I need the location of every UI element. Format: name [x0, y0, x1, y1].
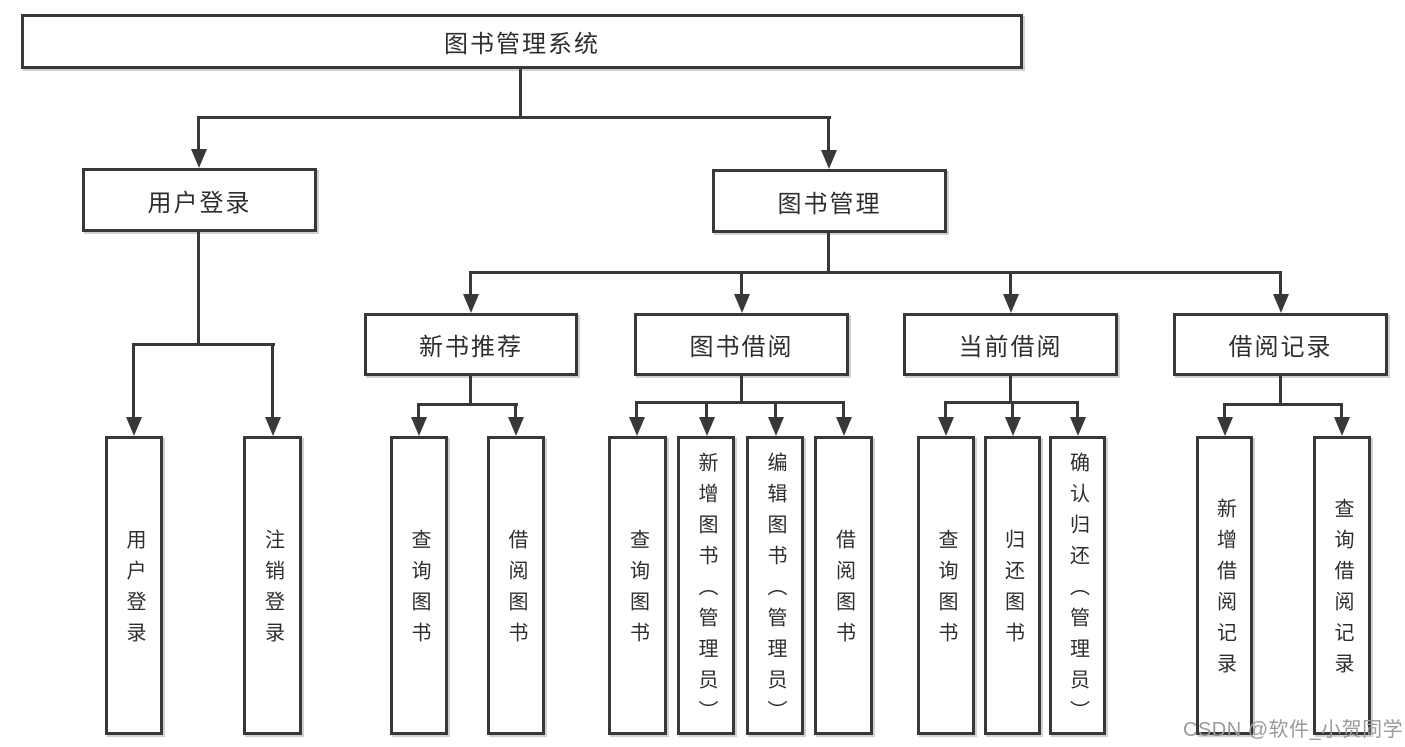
- connector-user-login-stub: [197, 116, 200, 149]
- connector-records-children-branch: [1223, 403, 1343, 406]
- csdn-watermark: CSDN @软件_小贺同学: [1183, 719, 1404, 741]
- leaf-records-add-record-label: 新增借阅记录: [1213, 498, 1236, 684]
- node-borrow-records: 借阅记录: [1173, 313, 1388, 376]
- leaf-user-login-label: 用户登录: [123, 529, 145, 653]
- connector-cb-query-stub: [944, 401, 947, 418]
- arrowhead-down-records-icon: [1273, 294, 1289, 313]
- leaf-current-confirm-return-admin-label: 确认归还（管理员）: [1066, 451, 1089, 731]
- leaf-borrow-edit-books-admin: 编辑图书（管理员）: [746, 436, 804, 735]
- arrowhead-down-bb-query-icon: [629, 417, 645, 436]
- node-borrow-records-label: 借阅记录: [1228, 334, 1333, 361]
- arrowhead-down-bb-borrow-icon: [836, 417, 852, 436]
- leaf-newrec-query-books-label: 查询图书: [408, 529, 430, 653]
- leaf-newrec-borrow-books-label: 借阅图书: [505, 529, 527, 653]
- arrowhead-down-bb-edit-icon: [768, 417, 784, 436]
- leaf-borrow-add-books-admin: 新增图书（管理员）: [677, 436, 735, 735]
- leaf-current-confirm-return-admin: 确认归还（管理员）: [1049, 436, 1106, 735]
- leaf-records-add-record: 新增借阅记录: [1196, 436, 1253, 735]
- connector-level2-branch: [197, 116, 831, 119]
- connector-bb-query-stub: [635, 401, 638, 418]
- node-new-book-recommend-label: 新书推荐: [419, 334, 523, 361]
- leaf-records-query-record-label: 查询借阅记录: [1331, 498, 1353, 684]
- leaf-logout: 注销登录: [243, 436, 302, 735]
- connector-root-trunk: [519, 69, 522, 118]
- connector-records-stub: [1279, 271, 1282, 294]
- leaf-borrow-add-books-admin-label: 新增图书（管理员）: [695, 451, 717, 731]
- leaf-current-return-books: 归还图书: [984, 436, 1041, 735]
- connector-bb-add-stub: [705, 401, 708, 418]
- connector-current-trunk: [1009, 376, 1012, 404]
- connector-bb-borrow-stub: [842, 401, 845, 418]
- connector-nr-borrow-stub: [514, 403, 517, 418]
- arrowhead-down-current-icon: [1003, 294, 1019, 313]
- connector-new-rec-trunk: [469, 376, 472, 406]
- node-book-borrow-label: 图书借阅: [689, 334, 794, 361]
- connector-leaf-logout-stub: [271, 343, 274, 418]
- node-user-login: 用户登录: [82, 168, 317, 232]
- connector-current-stub: [1009, 271, 1012, 294]
- arrowhead-down-cb-confirm-icon: [1070, 417, 1086, 436]
- connector-borrow-trunk: [740, 376, 743, 404]
- connector-user-login-trunk: [197, 232, 200, 346]
- arrowhead-down-leaf-logout-icon: [265, 417, 281, 436]
- connector-user-login-children-branch: [132, 343, 275, 346]
- arrowhead-down-leaf-login-icon: [126, 417, 142, 436]
- node-book-management-label: 图书管理: [777, 190, 882, 218]
- leaf-borrow-edit-books-admin-label: 编辑图书（管理员）: [764, 451, 786, 731]
- arrowhead-down-book-mgmt-icon: [821, 150, 837, 169]
- connector-book-mgmt-trunk: [827, 233, 830, 274]
- arrowhead-down-new-rec-icon: [463, 294, 479, 313]
- node-current-borrow: 当前借阅: [903, 313, 1118, 376]
- leaf-borrow-borrow-books-label: 借阅图书: [832, 529, 855, 653]
- arrowhead-down-bb-add-icon: [699, 417, 715, 436]
- node-current-borrow-label: 当前借阅: [958, 334, 1063, 361]
- arrowhead-down-nr-query-icon: [411, 417, 427, 436]
- leaf-borrow-query-books-label: 查询图书: [626, 529, 649, 653]
- connector-br-add-stub: [1223, 403, 1226, 418]
- leaf-current-return-books-label: 归还图书: [1001, 529, 1024, 653]
- connector-cb-confirm-stub: [1076, 401, 1079, 418]
- leaf-current-query-books-label: 查询图书: [935, 529, 957, 653]
- node-book-borrow: 图书借阅: [634, 313, 849, 376]
- arrowhead-down-br-query-icon: [1334, 417, 1350, 436]
- connector-nr-query-stub: [417, 403, 420, 418]
- connector-br-query-stub: [1340, 403, 1343, 418]
- arrowhead-down-nr-borrow-icon: [508, 417, 524, 436]
- leaf-logout-label: 注销登录: [261, 529, 284, 653]
- arrowhead-down-cb-query-icon: [938, 417, 954, 436]
- leaf-newrec-query-books: 查询图书: [390, 436, 448, 735]
- node-new-book-recommend: 新书推荐: [364, 313, 578, 376]
- connector-cb-return-stub: [1011, 401, 1014, 418]
- arrowhead-down-cb-return-icon: [1005, 417, 1021, 436]
- node-root: 图书管理系统: [21, 14, 1023, 69]
- arrowhead-down-borrow-icon: [734, 294, 750, 313]
- leaf-borrow-borrow-books: 借阅图书: [814, 436, 873, 735]
- leaf-current-query-books: 查询图书: [917, 436, 975, 735]
- leaf-newrec-borrow-books: 借阅图书: [487, 436, 545, 735]
- connector-new-rec-children-branch: [417, 403, 518, 406]
- leaf-borrow-query-books: 查询图书: [608, 436, 667, 735]
- connector-leaf-login-stub: [132, 343, 135, 418]
- leaf-records-query-record: 查询借阅记录: [1313, 436, 1371, 735]
- arrowhead-down-user-login-icon: [191, 149, 207, 168]
- connector-borrow-children-branch: [635, 401, 845, 404]
- connector-level3-branch: [469, 271, 1282, 274]
- node-book-management: 图书管理: [712, 169, 947, 233]
- connector-borrow-stub: [740, 271, 743, 294]
- arrowhead-down-br-add-icon: [1217, 417, 1233, 436]
- connector-book-mgmt-stub: [827, 116, 830, 150]
- leaf-user-login: 用户登录: [105, 436, 163, 735]
- connector-new-rec-stub: [469, 271, 472, 294]
- connector-records-trunk: [1279, 376, 1282, 406]
- node-root-label: 图书管理系统: [444, 31, 600, 58]
- node-user-login-label: 用户登录: [147, 189, 252, 217]
- connector-bb-edit-stub: [774, 401, 777, 418]
